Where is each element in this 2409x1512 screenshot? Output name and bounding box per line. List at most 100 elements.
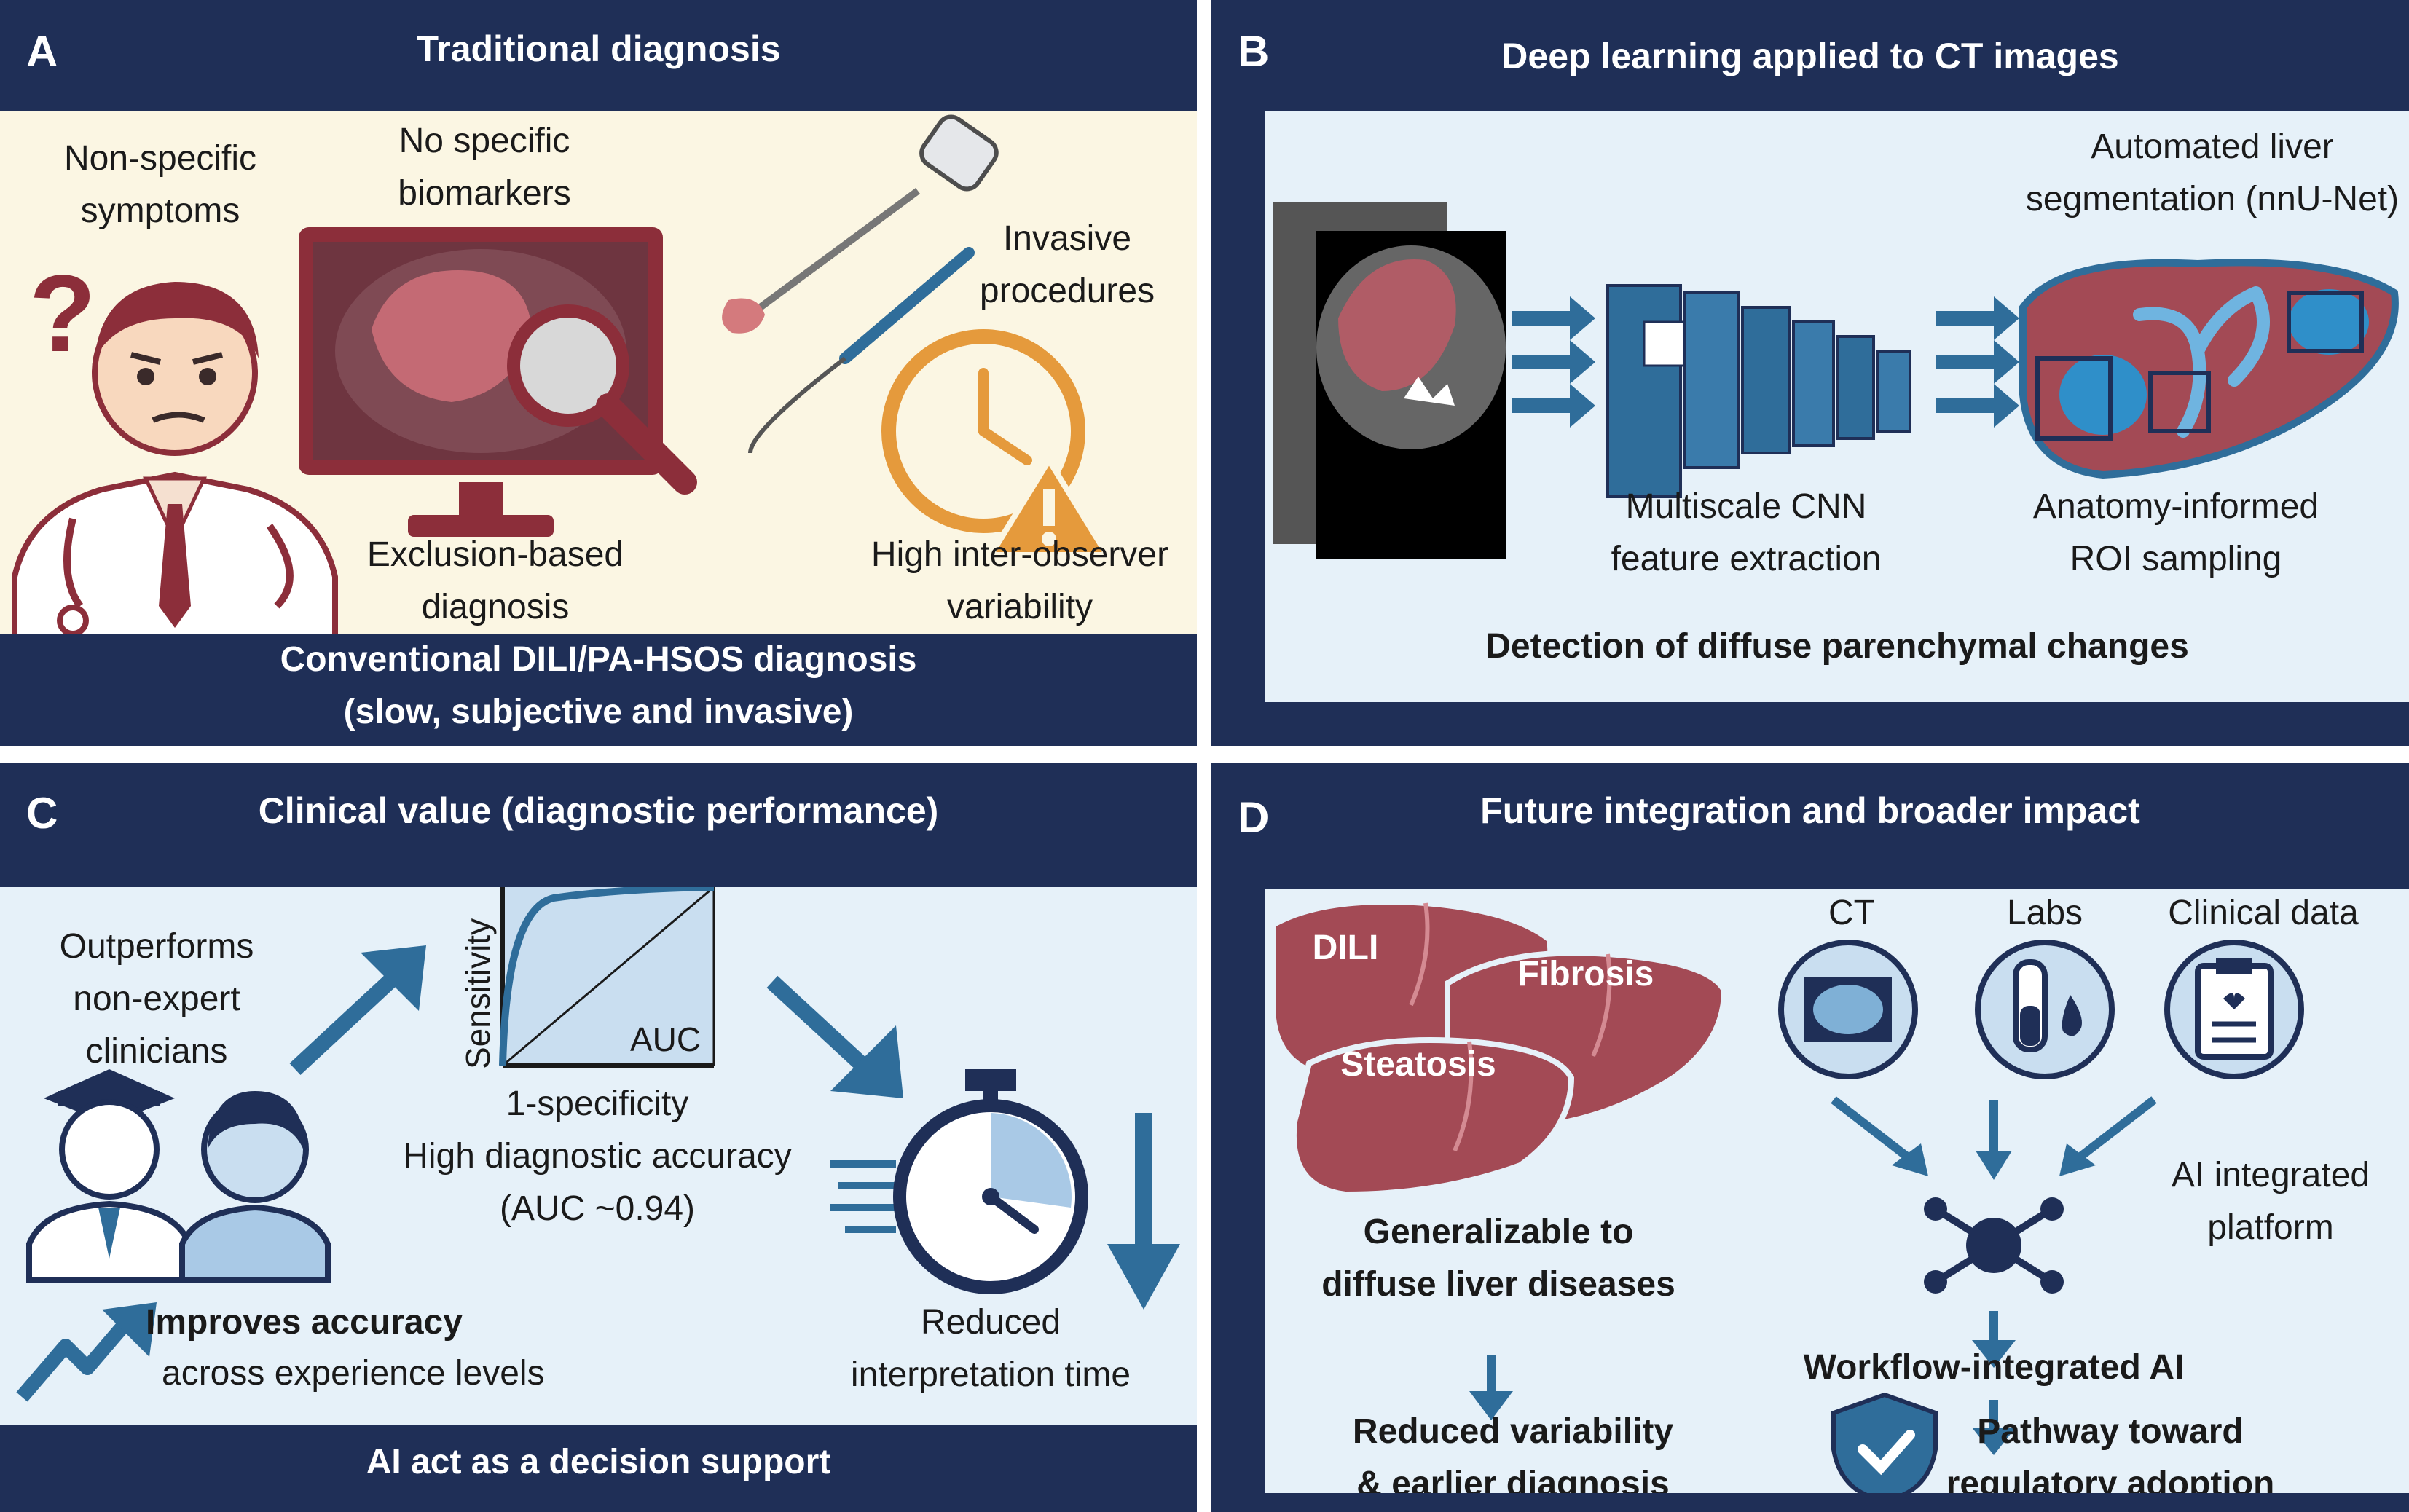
panel-c: C Clinical value (diagnostic performance…	[0, 763, 1197, 1512]
label-line: Pathway toward	[1977, 1412, 2244, 1451]
panel-b-title: Deep learning applied to CT images	[1501, 36, 2119, 76]
confused-doctor-icon: ?	[12, 252, 338, 634]
label-line: & earlier diagnosis	[1356, 1465, 1670, 1493]
label-line: symptoms	[80, 192, 240, 230]
ct-source-icon	[1778, 940, 1918, 1079]
label-line: procedures	[979, 272, 1155, 310]
converging-arrows-icon	[1831, 1096, 2157, 1180]
clipboard-icon	[2164, 940, 2304, 1079]
panel-b: B Deep learning applied to CT images	[1211, 0, 2409, 746]
footer-line: Conventional DILI/PA-HSOS diagnosis	[280, 640, 917, 679]
arrow-down-right-icon	[766, 975, 903, 1098]
panel-b-header: B Deep learning applied to CT images	[1211, 0, 2409, 111]
labs-label: Labs	[2006, 894, 2083, 932]
label-line: biomarkers	[398, 174, 571, 213]
label-line: segmentation (nnU-Net)	[2025, 180, 2400, 218]
panel-d: D Future integration and broader impact …	[1211, 763, 2409, 1512]
segmentation-label: Automated liver segmentation (nnU-Net)	[2008, 121, 2409, 226]
steatosis-label: Steatosis	[1340, 1045, 1496, 1084]
accuracy-label: 1-specificity High diagnostic accuracy (…	[393, 1078, 801, 1235]
label-line: interpretation time	[850, 1355, 1131, 1394]
panel-a-letter: A	[26, 27, 58, 76]
cnn-layers-icon	[1606, 284, 1911, 498]
inter-observer-label: High inter-observer variability	[860, 529, 1180, 634]
arrow-down-workflow-icon	[1972, 1400, 2016, 1455]
biopsy-needle-icon	[722, 114, 999, 454]
label-line: diffuse liver diseases	[1321, 1265, 1675, 1304]
panel-d-content: DILI Fibrosis Steatosis Generalizable to…	[1265, 889, 2409, 1493]
roc-auc-label: AUC	[630, 1020, 701, 1058]
labs-tube-icon	[1975, 940, 2115, 1079]
reduced-variability-label: Reduced variability & earlier diagnosis	[1265, 1406, 1761, 1493]
panel-c-content: Outperforms non-expert clinicians S	[0, 887, 1197, 1425]
label-line: No specific	[398, 122, 570, 160]
label-line: Reduced	[920, 1303, 1061, 1342]
arrow-down-icon	[1107, 1113, 1180, 1310]
ct-slices-icon	[1273, 202, 1506, 559]
roc-y-axis-label: Sensitivity	[459, 918, 497, 1069]
arrows-to-cnn-icon	[1512, 296, 1595, 428]
segmented-liver-icon	[2019, 259, 2399, 479]
reduced-time-label: Reduced interpretation time	[809, 1296, 1173, 1401]
panel-b-letter: B	[1238, 27, 1270, 76]
workflow-label: Workflow-integrated AI	[1803, 1348, 2185, 1387]
panel-a-title: Traditional diagnosis	[416, 28, 781, 69]
generalizable-label: Generalizable to diffuse liver diseases	[1265, 1206, 1732, 1311]
label-line: Invasive	[1002, 219, 1132, 258]
panel-a-content: ? Non-specific symptoms No specific biom…	[0, 111, 1197, 634]
clock-warning-icon	[881, 329, 1113, 558]
stopwatch-icon	[830, 1069, 1088, 1294]
label-line: Automated liver	[2091, 127, 2334, 166]
exclusion-based-label: Exclusion-based diagnosis	[350, 529, 641, 634]
network-hub-icon	[1924, 1197, 2064, 1294]
label-line: clinicians	[85, 1032, 228, 1071]
panel-c-letter: C	[26, 789, 58, 838]
label-line: High inter-observer	[871, 535, 1169, 574]
label-line: ROI sampling	[2070, 540, 2282, 578]
arrows-to-liver-icon	[1936, 296, 2019, 428]
roc-x-axis-label: 1-specificity	[506, 1084, 689, 1123]
improves-title: Improves accuracy	[146, 1303, 463, 1342]
panel-d-header: D Future integration and broader impact	[1211, 763, 2409, 874]
panel-a: A Traditional diagnosis ? Non-specific s…	[0, 0, 1197, 746]
shield-check-icon	[1831, 1392, 1938, 1493]
label-line: AI integrated	[2171, 1156, 2370, 1194]
label-line: Exclusion-based	[366, 535, 624, 574]
label-line: Outperforms	[59, 927, 254, 966]
label-line: Generalizable to	[1363, 1213, 1634, 1251]
detection-label: Detection of diffuse parenchymal changes	[1485, 627, 2189, 666]
platform-label: AI integrated platform	[2132, 1149, 2409, 1254]
label-line: regulatory adoption	[1946, 1465, 2275, 1493]
outperforms-label: Outperforms non-expert clinicians	[29, 921, 284, 1078]
svg-text:?: ?	[29, 252, 96, 374]
cnn-label: Multiscale CNN feature extraction	[1593, 481, 1899, 586]
label-line: High diagnostic accuracy	[403, 1137, 792, 1176]
label-line: (AUC ~0.94)	[499, 1189, 696, 1228]
label-line: platform	[2207, 1208, 2334, 1247]
no-specific-biomarkers-label: No specific biomarkers	[372, 115, 597, 220]
invasive-procedures-label: Invasive procedures	[954, 213, 1180, 318]
panel-c-footer: AI act as a decision support	[366, 1443, 831, 1481]
panel-d-title: Future integration and broader impact	[1480, 790, 2140, 831]
non-specific-symptoms-label: Non-specific symptoms	[44, 133, 277, 237]
panel-a-footer: Conventional DILI/PA-HSOS diagnosis (slo…	[0, 634, 1197, 739]
clinicians-icon	[26, 1069, 331, 1283]
ct-monitor-icon	[299, 227, 697, 537]
label-line: Non-specific	[63, 139, 257, 178]
panel-c-title: Clinical value (diagnostic performance)	[258, 790, 939, 831]
arrow-down-small-icon	[1469, 1355, 1513, 1420]
label-line: Multiscale CNN	[1625, 487, 1867, 526]
livers-icon	[1270, 899, 1728, 1198]
panel-c-header: C Clinical value (diagnostic performance…	[0, 763, 1197, 874]
roc-chart: Sensitivity AUC	[459, 887, 715, 1069]
label-line: Reduced variability	[1352, 1412, 1674, 1451]
trend-up-icon	[16, 1302, 157, 1402]
label-line: feature extraction	[1611, 540, 1882, 578]
pathway-label: Pathway toward regulatory adoption	[1877, 1406, 2343, 1493]
label-line: variability	[946, 588, 1093, 626]
label-line: non-expert	[73, 980, 240, 1018]
roi-label: Anatomy-informed ROI sampling	[1994, 481, 2358, 586]
improves-sub: across experience levels	[162, 1354, 545, 1393]
label-line: diagnosis	[421, 588, 570, 626]
panel-b-content: Automated liver segmentation (nnU-Net) M…	[1265, 111, 2409, 702]
